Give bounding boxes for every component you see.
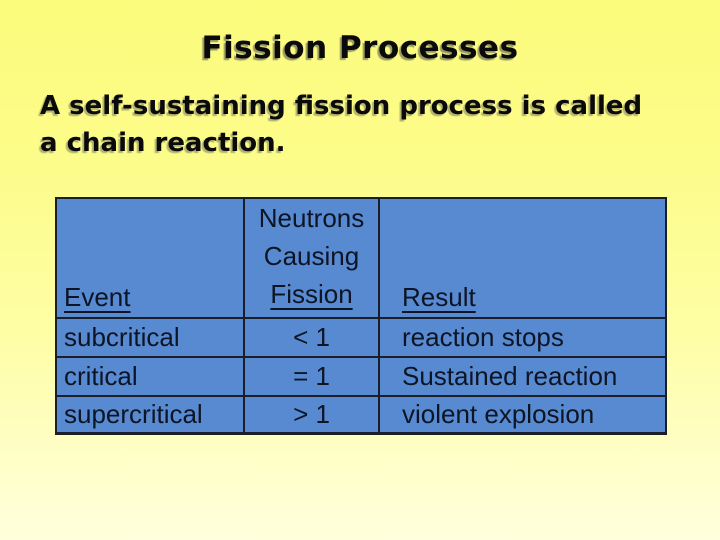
cell-result: reaction stops (378, 317, 667, 358)
cell-result: Sustained reaction (378, 356, 667, 397)
table-header-row: Event Neutrons Causing Fission Result (55, 197, 667, 319)
cell-neutrons: = 1 (243, 356, 380, 397)
column-header-event-label: Event (64, 282, 131, 312)
page-title: Fission Processes (201, 30, 519, 66)
column-header-neutrons-line: Neutrons (258, 203, 365, 233)
body-line: a chain reaction. (40, 128, 286, 158)
table-row-critical: critical = 1 Sustained reaction (55, 356, 667, 397)
column-header-event: Event (55, 197, 245, 319)
column-header-neutrons-line: Fission (270, 279, 353, 309)
cell-result: violent explosion (378, 395, 667, 434)
cell-neutrons: > 1 (243, 395, 380, 434)
cell-event: critical (55, 356, 245, 397)
column-header-neutrons-causing-fission: Neutrons Causing Fission (243, 197, 380, 319)
fission-table: Event Neutrons Causing Fission Result su… (55, 197, 667, 435)
body-line: A self-sustaining fission process is cal… (40, 91, 643, 121)
column-header-neutrons-line: Causing (263, 241, 360, 271)
cell-event: supercritical (55, 395, 245, 434)
cell-neutrons: < 1 (243, 317, 380, 358)
table-row-subcritical: subcritical < 1 reaction stops (55, 317, 667, 358)
body-text: A self-sustaining fission process is cal… (40, 88, 700, 162)
column-header-result: Result (378, 197, 667, 319)
column-header-result-label: Result (402, 282, 476, 312)
table-row-supercritical: supercritical > 1 violent explosion (55, 395, 667, 434)
cell-event: subcritical (55, 317, 245, 358)
